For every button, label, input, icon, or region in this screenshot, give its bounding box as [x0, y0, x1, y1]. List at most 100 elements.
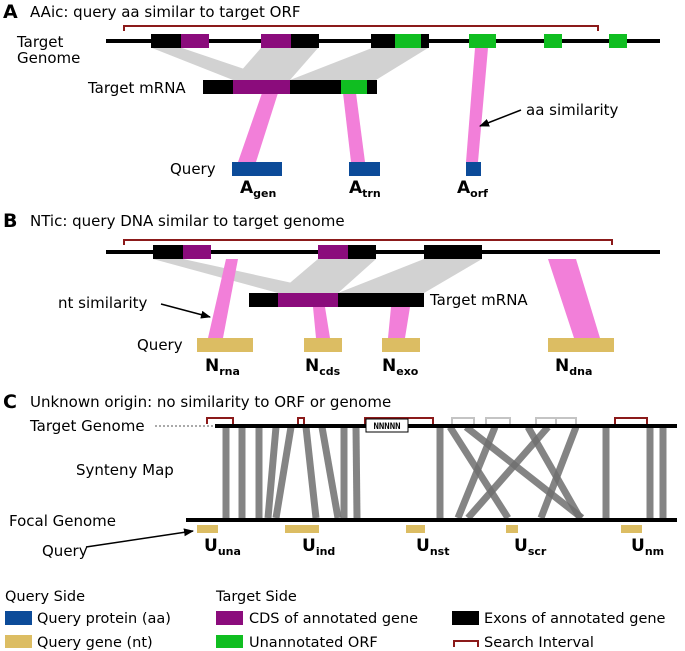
aa-similarity-band [238, 93, 278, 162]
exon-block [291, 34, 319, 48]
aa-similarity-band [343, 93, 365, 162]
target-genome-label-line1: Target [16, 33, 64, 51]
label-n-rna: Nrna [205, 356, 240, 378]
exon-block [421, 34, 429, 48]
exon-block [371, 34, 395, 48]
synteny-link [318, 426, 342, 519]
orf-block [469, 34, 496, 48]
panel-b: B NTic: query DNA similar to target geno… [3, 210, 660, 378]
query-protein-block [232, 162, 282, 176]
aa-similarity-band [466, 48, 488, 162]
query-arrow [85, 528, 194, 548]
legend-swatch-orf [216, 635, 243, 648]
search-interval-bracket [123, 25, 599, 31]
label-n-cds: Ncds [305, 356, 341, 378]
alignment-shadow [233, 48, 318, 80]
legend-query-gene: Query gene (nt) [37, 635, 153, 651]
label-a-orf: Aorf [457, 178, 488, 200]
query-protein-block [466, 162, 481, 176]
label-n-exo: Nexo [382, 356, 419, 378]
label-a-gen: Agen [240, 178, 276, 200]
target-mrna-label: Target mRNA [87, 79, 186, 97]
label-u-nst: Unst [416, 536, 449, 558]
exon-block [290, 80, 341, 94]
orf-block [544, 34, 562, 48]
aa-similarity-label: aa similarity [526, 101, 618, 119]
synteny-link [352, 426, 361, 519]
target-mrna-label: Target mRNA [429, 291, 528, 309]
legend-target-side-title: Target Side [215, 589, 297, 605]
legend-query-protein: Query protein (aa) [37, 611, 171, 627]
label-a-trn: Atrn [349, 178, 381, 200]
nt-similarity-band [208, 259, 238, 338]
nt-similarity-label: nt similarity [58, 294, 147, 312]
exon-block [249, 293, 278, 307]
label-u-una: Uuna [204, 536, 241, 558]
query-gene-block [382, 338, 420, 352]
nt-similarity-band [388, 307, 410, 338]
target-genome-label: Target Genome [29, 417, 145, 435]
exon-block [203, 80, 233, 94]
panel-a-letter: A [3, 1, 18, 23]
label-u-ind: Uind [302, 536, 335, 558]
search-interval-bracket-faded [535, 417, 557, 424]
query-gene-block [621, 525, 642, 533]
synteny-link [302, 426, 320, 519]
label-u-scr: Uscr [514, 536, 547, 558]
panel-c-letter: C [3, 391, 17, 413]
exon-block [338, 293, 424, 307]
synteny-link [272, 426, 295, 519]
query-gene-block [506, 525, 518, 533]
query-label: Query [42, 542, 88, 560]
synteny-map-label: Synteny Map [76, 461, 174, 479]
exon-block [153, 245, 183, 259]
legend-swatch-search-interval [453, 640, 479, 647]
cds-block [183, 245, 211, 259]
nt-similarity-arrow [160, 303, 211, 319]
sequence-gap-text: NNNNN [373, 422, 400, 432]
panel-c-title: Unknown origin: no similarity to ORF or … [30, 393, 391, 411]
alignment-shadow [338, 259, 482, 293]
query-gene-block [197, 338, 253, 352]
label-u-nm: Unm [631, 536, 664, 558]
search-interval-bracket [123, 239, 613, 245]
search-interval-bracket-faded [555, 417, 577, 424]
search-interval-bracket-faded [451, 417, 475, 424]
synteny-links [222, 424, 667, 521]
search-interval-bracket [206, 417, 234, 424]
label-n-dna: Ndna [555, 356, 592, 378]
legend-orf: Unannotated ORF [249, 635, 378, 651]
cds-block [233, 80, 290, 94]
exon-block [348, 245, 376, 259]
legend-swatch-query-protein [5, 611, 32, 625]
panel-c: C Unknown origin: no similarity to ORF o… [3, 391, 677, 560]
legend-search-interval: Search Interval [484, 635, 594, 651]
synteny-link [537, 425, 580, 520]
panel-a-title: AAic: query aa similar to target ORF [30, 3, 301, 21]
search-interval-bracket [364, 417, 434, 424]
cds-block [181, 34, 209, 48]
query-gene-block [197, 525, 218, 533]
search-interval-bracket-faded [485, 417, 511, 424]
cds-block [261, 34, 291, 48]
synteny-link [465, 424, 551, 521]
target-genome-label-line2: Genome [17, 49, 80, 67]
nt-similarity-band [548, 259, 600, 338]
query-gene-block [406, 525, 425, 533]
aa-similarity-arrow [479, 109, 522, 127]
query-gene-block [548, 338, 614, 352]
cds-block [278, 293, 338, 307]
exon-block [367, 80, 377, 94]
legend-swatch-cds [216, 611, 243, 625]
orf-block [341, 80, 367, 94]
exon-block [424, 245, 482, 259]
query-gene-block [304, 338, 342, 352]
legend: Query Side Query protein (aa) Query gene… [5, 589, 666, 651]
synteny-link [264, 426, 280, 519]
search-interval-bracket [297, 417, 305, 424]
alignment-shadow [290, 48, 428, 80]
orf-block [395, 34, 421, 48]
legend-query-side-title: Query Side [5, 589, 85, 605]
query-label: Query [137, 336, 183, 354]
